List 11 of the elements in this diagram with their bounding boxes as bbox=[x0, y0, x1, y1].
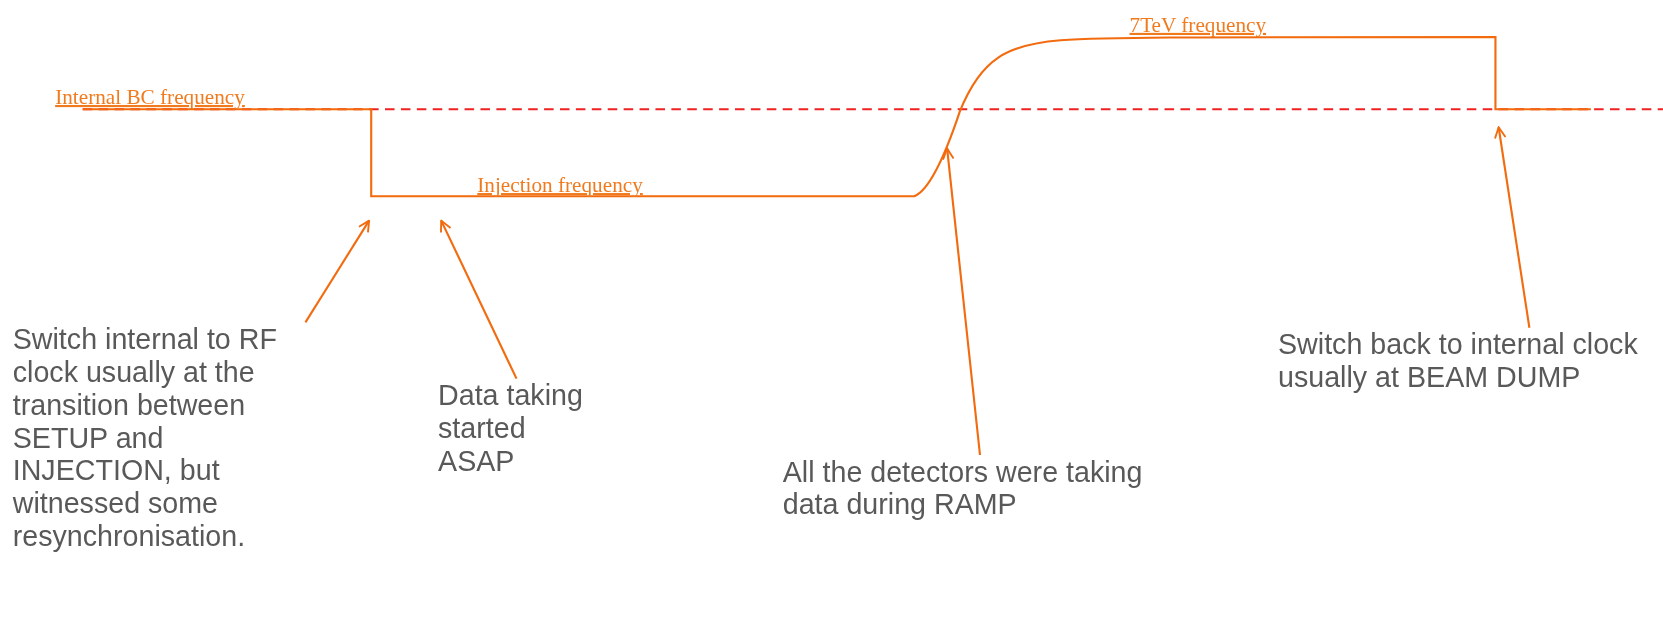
leader-line bbox=[304, 219, 371, 323]
leader-line bbox=[440, 219, 518, 380]
annotation-text: All the detectors were taking data during RAMP bbox=[782, 456, 1186, 522]
signal-label: 7TeV frequency bbox=[1129, 12, 1267, 37]
leader-line bbox=[942, 147, 982, 456]
signal-label: Injection frequency bbox=[477, 172, 643, 197]
annotation-text: Switch internal to RF clock usually at the transition between SETUP and INJECTION, but witnessed some resynchronisation. bbox=[12, 323, 310, 554]
leader-line bbox=[1494, 126, 1531, 328]
annotation-text: Switch back to internal clock usually at BEAM DUMP bbox=[1278, 328, 1644, 395]
annotation-text: Data taking started ASAP bbox=[438, 379, 598, 479]
signal-label: Internal BC frequency bbox=[55, 84, 245, 109]
